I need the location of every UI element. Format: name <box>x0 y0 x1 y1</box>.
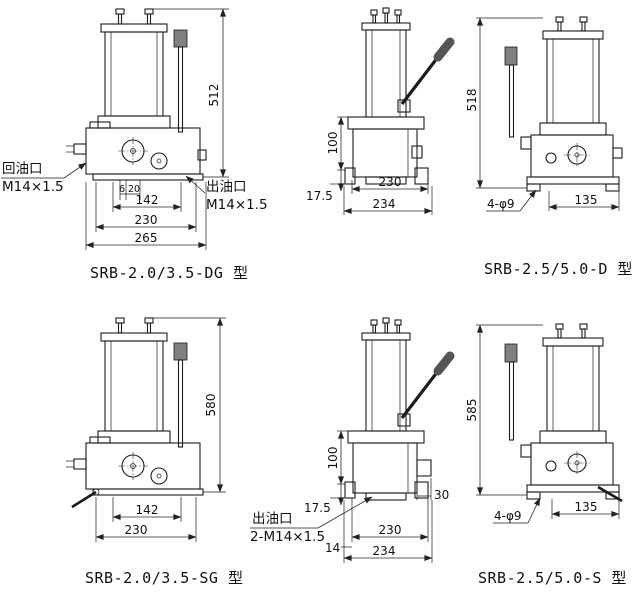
dim-230-label: 230 <box>379 175 402 189</box>
dimension-100-top: 100 <box>326 116 348 171</box>
dimension-17-5-bottom: 17.5 <box>304 484 345 515</box>
figure-sg: 580 142 230 SRB-2.0/3.5-SG 型 <box>66 317 243 587</box>
dimension-100-bottom: 100 <box>326 430 348 485</box>
dim-17-5-label: 17.5 <box>306 189 333 203</box>
figure-side-bottom: 100 17.5 出油口 2-M14×1.5 30 230 14 <box>250 317 455 563</box>
dimension-135-d: 135 <box>548 191 620 211</box>
handle-grip <box>504 343 518 363</box>
pump-front-view <box>66 8 207 181</box>
dimension-234-bottom: 234 <box>343 500 433 563</box>
dim-230-label: 230 <box>135 213 158 227</box>
dim-135-label: 135 <box>575 500 598 514</box>
dim-512-label: 512 <box>207 84 221 107</box>
dimension-height-512: 512 <box>152 8 229 178</box>
dim-585-label: 585 <box>465 399 479 422</box>
lever-grip <box>433 37 455 62</box>
lever-grip <box>433 351 455 376</box>
dim-234-label: 234 <box>373 197 396 211</box>
caption-sg: SRB-2.0/3.5-SG 型 <box>85 569 243 587</box>
handle-grip <box>504 46 518 66</box>
pump-lever <box>400 370 440 419</box>
figure-s: 585 4-φ9 135 SRB-2.5/5.0-S 型 <box>465 323 627 587</box>
dim-230-label: 230 <box>379 523 402 537</box>
drain-lever <box>597 485 623 503</box>
dimension-230-bottom: 230 <box>351 498 429 542</box>
outlet-boss <box>416 459 432 477</box>
outlet-port-thread: M14×1.5 <box>206 197 268 213</box>
dimension-14: 14 <box>325 541 352 555</box>
figure-d: 518 4-φ9 135 SRB-2.5/5.0-D 型 <box>465 16 633 278</box>
dimension-17-5-top: 17.5 <box>306 170 345 203</box>
return-port-thread: M14×1.5 <box>2 179 64 195</box>
caption-s: SRB-2.5/5.0-S 型 <box>478 569 627 587</box>
dimension-142: 142 <box>112 182 182 212</box>
outlet-port-name: 出油口 <box>252 511 293 527</box>
dimension-142-sg: 142 <box>112 497 182 522</box>
figure-side-top: 100 17.5 230 234 <box>306 7 455 215</box>
return-port-label-group: 回油口 M14×1.5 <box>1 161 87 195</box>
dimension-230-sg: 230 <box>95 497 197 542</box>
dim-100-label: 100 <box>326 447 340 470</box>
holes-4-phi9-label: 4-φ9 <box>494 509 522 523</box>
handle-grip <box>173 29 188 48</box>
dim-135-label: 135 <box>575 193 598 207</box>
outlet-port-name: 出油口 <box>206 179 247 195</box>
dim-265-label: 265 <box>135 231 158 245</box>
outlet-label-group: 出油口 2-M14×1.5 <box>250 496 373 545</box>
valve-knob <box>150 152 168 170</box>
drain-lever <box>71 490 97 509</box>
dimension-30: 30 <box>416 478 449 502</box>
holes-callout-s: 4-φ9 <box>493 497 541 524</box>
outlet-port-thread: 2-M14×1.5 <box>250 529 325 545</box>
holes-callout-d: 4-φ9 <box>486 189 537 212</box>
dimension-height-518: 518 <box>465 17 543 189</box>
dim-234-label: 234 <box>373 544 396 558</box>
dim-30-label: 30 <box>434 488 449 502</box>
dimension-small-6-20: 6 20 <box>119 180 141 200</box>
dim-17-5-label: 17.5 <box>304 501 331 515</box>
dimension-234-top: 234 <box>343 186 433 215</box>
outlet-port-label-group: 出油口 M14×1.5 <box>185 175 268 213</box>
pump-lever <box>400 56 440 105</box>
figure-dg: 512 回油口 M14×1.5 出油口 M14×1.5 6 20 142 <box>1 8 268 282</box>
dim-142-label: 142 <box>136 193 159 207</box>
dim-518-label: 518 <box>465 89 479 112</box>
dim-6-label: 6 <box>119 184 125 195</box>
dimension-265: 265 <box>85 182 207 250</box>
pump-front-view-d <box>504 16 623 192</box>
dimension-230: 230 <box>95 182 197 232</box>
dimension-height-585: 585 <box>465 324 543 496</box>
pump-side-view <box>344 7 455 185</box>
dim-14-label: 14 <box>325 541 340 555</box>
dim-142-label: 142 <box>136 503 159 517</box>
caption-d: SRB-2.5/5.0-D 型 <box>484 260 633 278</box>
dimension-230-top: 230 <box>351 168 429 194</box>
return-port-name: 回油口 <box>2 161 43 177</box>
pump-side-view-s <box>344 317 455 501</box>
dim-580-label: 580 <box>204 394 218 417</box>
dim-100-label: 100 <box>326 132 340 155</box>
dimension-135-s: 135 <box>551 499 620 519</box>
caption-dg: SRB-2.0/3.5-DG 型 <box>90 264 248 282</box>
dimension-height-580: 580 <box>152 317 226 493</box>
handle-grip <box>173 342 188 361</box>
dim-20-label: 20 <box>128 184 140 195</box>
pump-front-view-s <box>504 323 623 503</box>
dim-230-label: 230 <box>125 523 148 537</box>
pump-front-view-sg <box>66 317 204 509</box>
holes-4-phi9-label: 4-φ9 <box>487 197 515 211</box>
